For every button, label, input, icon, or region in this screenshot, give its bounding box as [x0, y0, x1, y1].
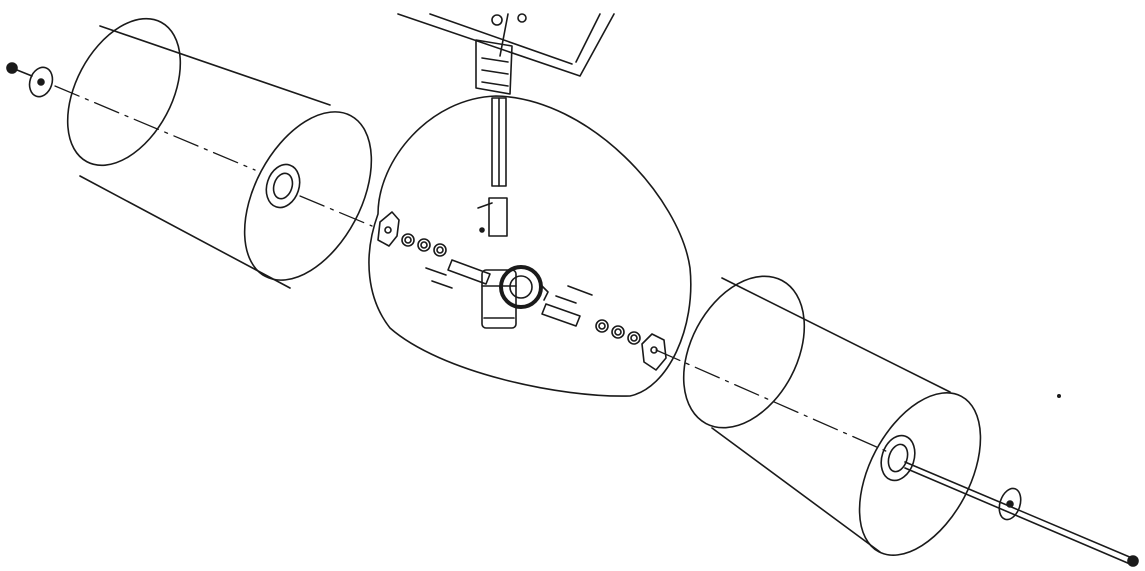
right-washer	[998, 487, 1022, 521]
upper-drive-shaft	[477, 97, 508, 237]
upper-frame-bracket	[397, 13, 615, 95]
right-axle-rod	[904, 461, 1139, 567]
stray-dot	[1057, 393, 1062, 398]
central-gearbox-assembly	[368, 95, 692, 397]
right-roller	[682, 275, 982, 556]
assembly-centerline	[54, 85, 889, 453]
left-end-pin	[6, 62, 33, 77]
left-roller	[66, 17, 373, 289]
left-washer	[28, 66, 54, 98]
